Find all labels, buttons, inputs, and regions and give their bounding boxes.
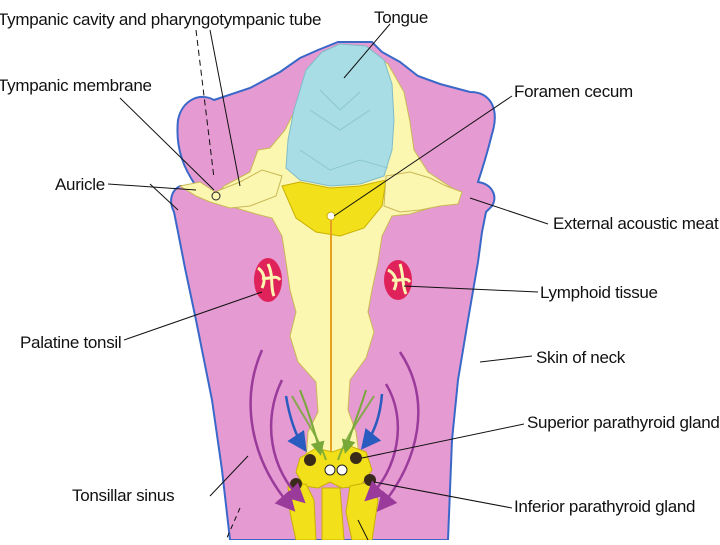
label-auricle: Auricle — [55, 175, 105, 195]
tympanic-membrane-mark — [212, 192, 220, 200]
label-lymphoid-tissue: Lymphoid tissue — [540, 283, 658, 303]
label-superior-parathyroid: Superior parathyroid gland — [527, 413, 720, 433]
leader-skin-of-neck — [480, 356, 532, 362]
superior-parathyroid-right — [350, 452, 362, 464]
label-external-acoustic-meatus: External acoustic meat — [553, 214, 718, 234]
label-palatine-tonsil: Palatine tonsil — [20, 333, 121, 353]
right-lower-pouch — [346, 482, 378, 540]
label-inferior-parathyroid: Inferior parathyroid gland — [514, 497, 695, 517]
right-palatine-tonsil — [384, 260, 412, 300]
center-lower-pouch — [322, 488, 344, 540]
label-tonsillar-sinus: Tonsillar sinus — [72, 486, 174, 506]
label-skin-of-neck: Skin of neck — [536, 348, 625, 368]
thyroid-bud-left — [325, 465, 335, 475]
left-palatine-tonsil — [254, 258, 282, 302]
label-tongue: Tongue — [374, 8, 428, 28]
foramen-cecum — [327, 212, 335, 220]
label-foramen-cecum: Foramen cecum — [514, 82, 633, 102]
label-tympanic-cavity: Tympanic cavity and pharyngotympanic tub… — [0, 10, 321, 30]
label-tympanic-membrane: Tympanic membrane — [0, 76, 152, 96]
superior-parathyroid-left — [304, 454, 316, 466]
thyroid-bud-right — [337, 465, 347, 475]
inferior-parathyroid-right — [364, 474, 376, 486]
